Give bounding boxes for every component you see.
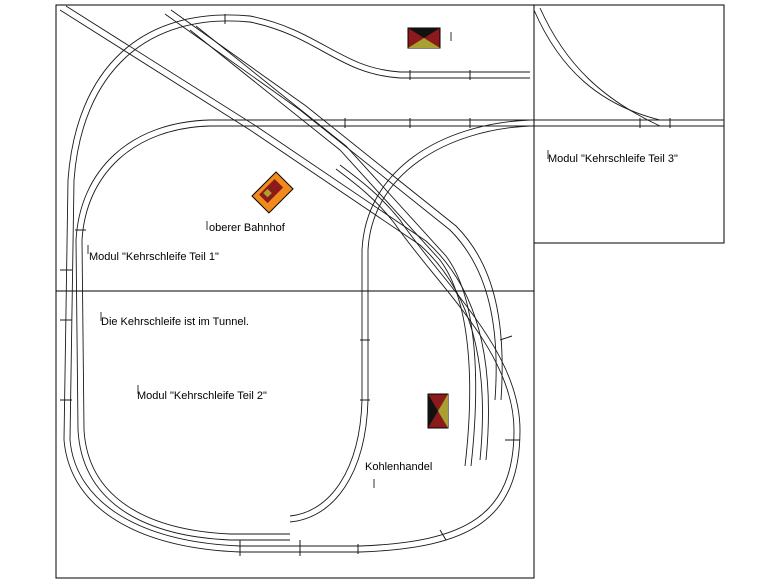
track-outer-loop-b — [69, 20, 530, 547]
track-return-curve-a — [289, 119, 531, 517]
track-module3-curve-a — [533, 9, 661, 121]
label-modul-teil-3: Modul "Kehrschleife Teil 3" — [548, 153, 678, 165]
track-diagonal-1b — [65, 5, 489, 461]
coal-house-icon — [427, 393, 449, 429]
label-kohlenhandel: Kohlenhandel — [365, 461, 432, 473]
track-inner-loop-b — [81, 125, 290, 535]
track-outer-loop-a — [63, 14, 530, 553]
track-diagonal-2b — [170, 9, 503, 401]
tracks — [59, 5, 724, 553]
label-markers — [87, 32, 549, 488]
house-icon — [407, 27, 441, 49]
module-3-border — [533, 4, 725, 244]
station-building-icon — [251, 171, 294, 214]
track-diagonal-2a — [164, 13, 497, 401]
track-diagonal-1a — [59, 9, 483, 461]
module-1-border — [55, 4, 535, 292]
track-diagonal-3a — [189, 29, 471, 467]
label-tunnel-note: Die Kehrschleife ist im Tunnel. — [101, 316, 249, 328]
track-return-curve-b — [289, 125, 531, 523]
track-joints — [60, 14, 671, 556]
label-oberer-bahnhof: oberer Bahnhof — [209, 222, 286, 234]
track-module3-curve-b — [539, 7, 661, 127]
label-modul-teil-1: Modul "Kehrschleife Teil 1" — [89, 251, 219, 263]
module-2-border — [55, 290, 535, 579]
module-borders — [55, 4, 725, 579]
track-diagonal-3b — [195, 25, 477, 467]
track-inner-loop-a — [75, 119, 290, 541]
label-modul-teil-2: Modul "Kehrschleife Teil 2" — [137, 390, 267, 402]
